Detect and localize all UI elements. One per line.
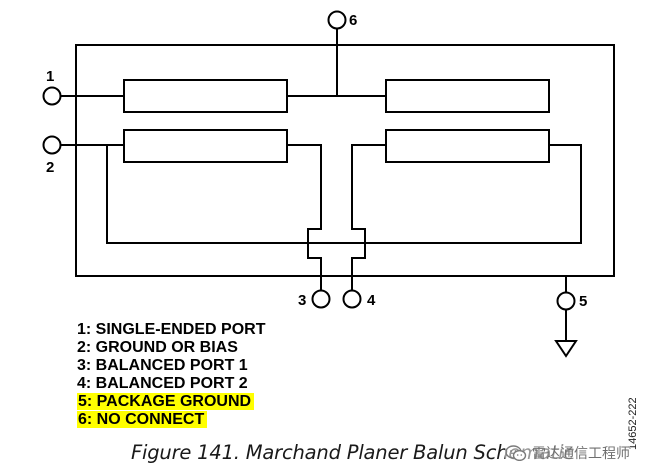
legend-row: 3: BALANCED PORT 1	[77, 357, 265, 375]
legend-item-3: 3: BALANCED PORT 1	[77, 357, 248, 374]
pin4-label: 4	[367, 292, 376, 309]
resonator-top-right	[385, 79, 550, 113]
outer-loop-wire	[106, 144, 582, 244]
pin6-label: 6	[349, 12, 357, 29]
legend-row: 2: GROUND OR BIAS	[77, 339, 265, 357]
legend-row: 6: NO CONNECT	[77, 411, 265, 429]
resonator-top-left	[123, 79, 288, 113]
pin5-label: 5	[579, 293, 587, 310]
pin3-label: 3	[298, 292, 306, 309]
wechat-icon	[505, 444, 527, 461]
resonator-bottom-left	[123, 129, 288, 163]
pin5-terminal	[556, 291, 576, 311]
pin1-label: 1	[46, 68, 54, 85]
pin2-terminal	[42, 135, 62, 155]
legend-item-2: 2: GROUND OR BIAS	[77, 339, 238, 356]
figure-caption: Figure 141. Marchand Planer Balun Schema…	[131, 441, 574, 464]
pin6-terminal	[327, 10, 347, 30]
watermark-text: 雷达通信工程师	[532, 446, 630, 462]
watermark: 雷达通信工程师	[505, 443, 630, 463]
package-outline	[75, 44, 615, 277]
legend-item-5: 5: PACKAGE GROUND	[77, 393, 255, 410]
center-t-right	[351, 144, 386, 290]
legend-item-4: 4: BALANCED PORT 2	[77, 375, 248, 392]
legend-row: 5: PACKAGE GROUND	[77, 393, 265, 411]
pin1-terminal	[42, 86, 62, 106]
ground-symbol-icon	[554, 340, 578, 358]
pin2-label: 2	[46, 159, 54, 176]
pin4-terminal	[342, 289, 362, 309]
pin3-terminal	[311, 289, 331, 309]
center-t-left	[287, 144, 322, 290]
figure-id: 14652-222	[627, 397, 639, 450]
pin-legend: 1: SINGLE-ENDED PORT 2: GROUND OR BIAS 3…	[77, 321, 265, 429]
resonator-bottom-right	[385, 129, 550, 163]
legend-item-6: 6: NO CONNECT	[77, 411, 208, 428]
legend-row: 1: SINGLE-ENDED PORT	[77, 321, 265, 339]
legend-row: 4: BALANCED PORT 2	[77, 375, 265, 393]
legend-item-1: 1: SINGLE-ENDED PORT	[77, 321, 266, 338]
